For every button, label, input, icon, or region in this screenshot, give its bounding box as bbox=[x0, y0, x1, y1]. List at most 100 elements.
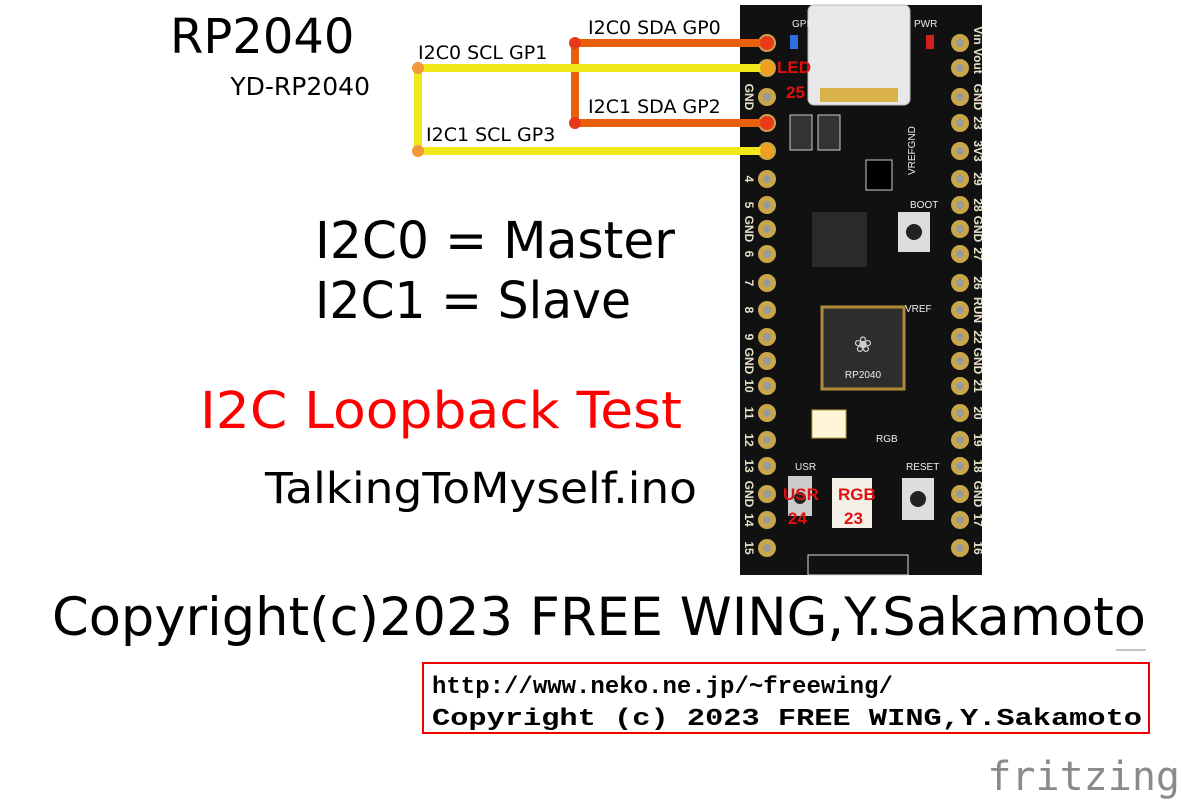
pin-hole bbox=[956, 279, 964, 287]
pin-hole bbox=[956, 175, 964, 183]
usr-button-cap bbox=[794, 492, 806, 504]
pin-hole bbox=[956, 357, 964, 365]
pin-label-right: 21 bbox=[971, 379, 985, 393]
led-pwr bbox=[926, 35, 934, 49]
pin-label-right: GND bbox=[971, 481, 985, 508]
pin-hole bbox=[763, 490, 771, 498]
pin-label-left: 5 bbox=[742, 202, 756, 209]
pin-label-right: 3V3 bbox=[971, 140, 985, 162]
pin-hole bbox=[956, 409, 964, 417]
wire-end[interactable] bbox=[760, 144, 774, 158]
pin-hole bbox=[763, 175, 771, 183]
pin-hole bbox=[763, 436, 771, 444]
subtitle: YD-RP2040 bbox=[229, 72, 370, 101]
pin-label-left: GND bbox=[742, 84, 756, 111]
title: RP2040 bbox=[170, 9, 354, 65]
pin-hole bbox=[763, 93, 771, 101]
callout-rgb: RGB bbox=[838, 485, 876, 504]
flash-chip bbox=[812, 212, 867, 267]
callout-usr: USR bbox=[783, 485, 819, 504]
pin-hole bbox=[763, 250, 771, 258]
pin-hole bbox=[956, 306, 964, 314]
pin-label-right: GND bbox=[971, 216, 985, 243]
pin-hole bbox=[956, 544, 964, 552]
pin-label-left: GND bbox=[742, 348, 756, 375]
pin-label-right: 22 bbox=[971, 330, 985, 344]
pin-hole bbox=[763, 225, 771, 233]
sketch-name: TalkingToMyself.ino bbox=[264, 464, 697, 514]
pin-hole bbox=[763, 279, 771, 287]
role-master: I2C0 = Master bbox=[315, 212, 675, 271]
regulator bbox=[865, 159, 893, 191]
wire-endpoints bbox=[412, 36, 774, 158]
pin-label-right: GND bbox=[971, 84, 985, 111]
callout-led-number: 25 bbox=[786, 83, 805, 102]
silk-vrefgnd: VREFGND bbox=[907, 126, 918, 175]
callout-led: LED bbox=[777, 58, 811, 77]
boot-button-cap bbox=[906, 224, 922, 240]
pin-label-left: 8 bbox=[742, 307, 756, 314]
yd-rp2040-board: ❀ RP2040 GPIO25 PWR VREFGND BOOT VREF RG… bbox=[740, 4, 985, 576]
box-copyright-text: Copyright (c) 2023 FREE WING,Y.Sakamoto bbox=[432, 706, 1142, 733]
wire-bend[interactable] bbox=[412, 62, 424, 74]
rgb-led bbox=[832, 478, 872, 528]
pin-hole bbox=[956, 490, 964, 498]
pin-label-right: 26 bbox=[971, 276, 985, 290]
pin-label-left: 10 bbox=[742, 379, 756, 393]
pin-hole bbox=[956, 201, 964, 209]
pin-hole bbox=[763, 382, 771, 390]
pin-hole bbox=[956, 250, 964, 258]
wire-bend[interactable] bbox=[412, 145, 424, 157]
scl-wire-path[interactable] bbox=[414, 64, 767, 155]
pin-hole bbox=[956, 516, 964, 524]
callout-usr-number: 24 bbox=[788, 509, 807, 528]
pin-label-left: 15 bbox=[742, 541, 756, 555]
wire-end[interactable] bbox=[760, 61, 774, 75]
crystal bbox=[811, 409, 847, 439]
url-box-border bbox=[422, 662, 1150, 734]
pin-label-right: 28 bbox=[971, 198, 985, 212]
pin-hole bbox=[956, 462, 964, 470]
pin-label-right: Vin Vout bbox=[971, 26, 985, 74]
wire-end[interactable] bbox=[760, 36, 774, 50]
silk-vref: VREF bbox=[905, 304, 932, 315]
wire-i2c0-sda[interactable] bbox=[571, 39, 767, 127]
pin-label-right: 19 bbox=[971, 433, 985, 447]
pin-label-right: 20 bbox=[971, 406, 985, 420]
reset-button-cap bbox=[910, 491, 926, 507]
label-i2c0-sda: I2C0 SDA GP0 bbox=[588, 17, 721, 39]
label-i2c1-scl: I2C1 SCL GP3 bbox=[426, 124, 555, 146]
pin-hole bbox=[956, 119, 964, 127]
wire-bend[interactable] bbox=[569, 37, 581, 49]
pin-hole bbox=[956, 39, 964, 47]
silk-rgb: RGB bbox=[876, 434, 898, 445]
fritzing-logo: fritzing bbox=[987, 754, 1180, 800]
diode-2 bbox=[817, 114, 841, 151]
pin-label-left: 12 bbox=[742, 433, 756, 447]
pin-hole bbox=[763, 357, 771, 365]
pin-label-left: GND bbox=[742, 216, 756, 243]
pin-label-left: 11 bbox=[742, 407, 756, 420]
pin-label-left: 6 bbox=[742, 251, 756, 258]
role-slave: I2C1 = Slave bbox=[315, 272, 631, 331]
silk-boot: BOOT bbox=[910, 200, 938, 211]
label-i2c0-scl: I2C0 SCL GP1 bbox=[418, 42, 547, 64]
pin-label-left: 14 bbox=[742, 513, 756, 527]
sda-wire-path[interactable] bbox=[571, 39, 767, 127]
wire-bend[interactable] bbox=[569, 117, 581, 129]
pin-hole bbox=[763, 409, 771, 417]
pin-hole bbox=[763, 462, 771, 470]
usb-pads bbox=[820, 88, 898, 102]
wire-end[interactable] bbox=[760, 116, 774, 130]
url-text: http://www.neko.ne.jp/~freewing/ bbox=[432, 674, 893, 701]
diode-1 bbox=[789, 114, 813, 151]
label-i2c1-sda: I2C1 SDA GP2 bbox=[588, 96, 721, 118]
wire-i2c-scl[interactable] bbox=[414, 64, 767, 155]
pin-hole bbox=[956, 64, 964, 72]
pin-hole bbox=[956, 225, 964, 233]
pin-label-left: GND bbox=[742, 481, 756, 508]
usb-c-connector bbox=[807, 4, 911, 106]
pin-hole bbox=[956, 147, 964, 155]
